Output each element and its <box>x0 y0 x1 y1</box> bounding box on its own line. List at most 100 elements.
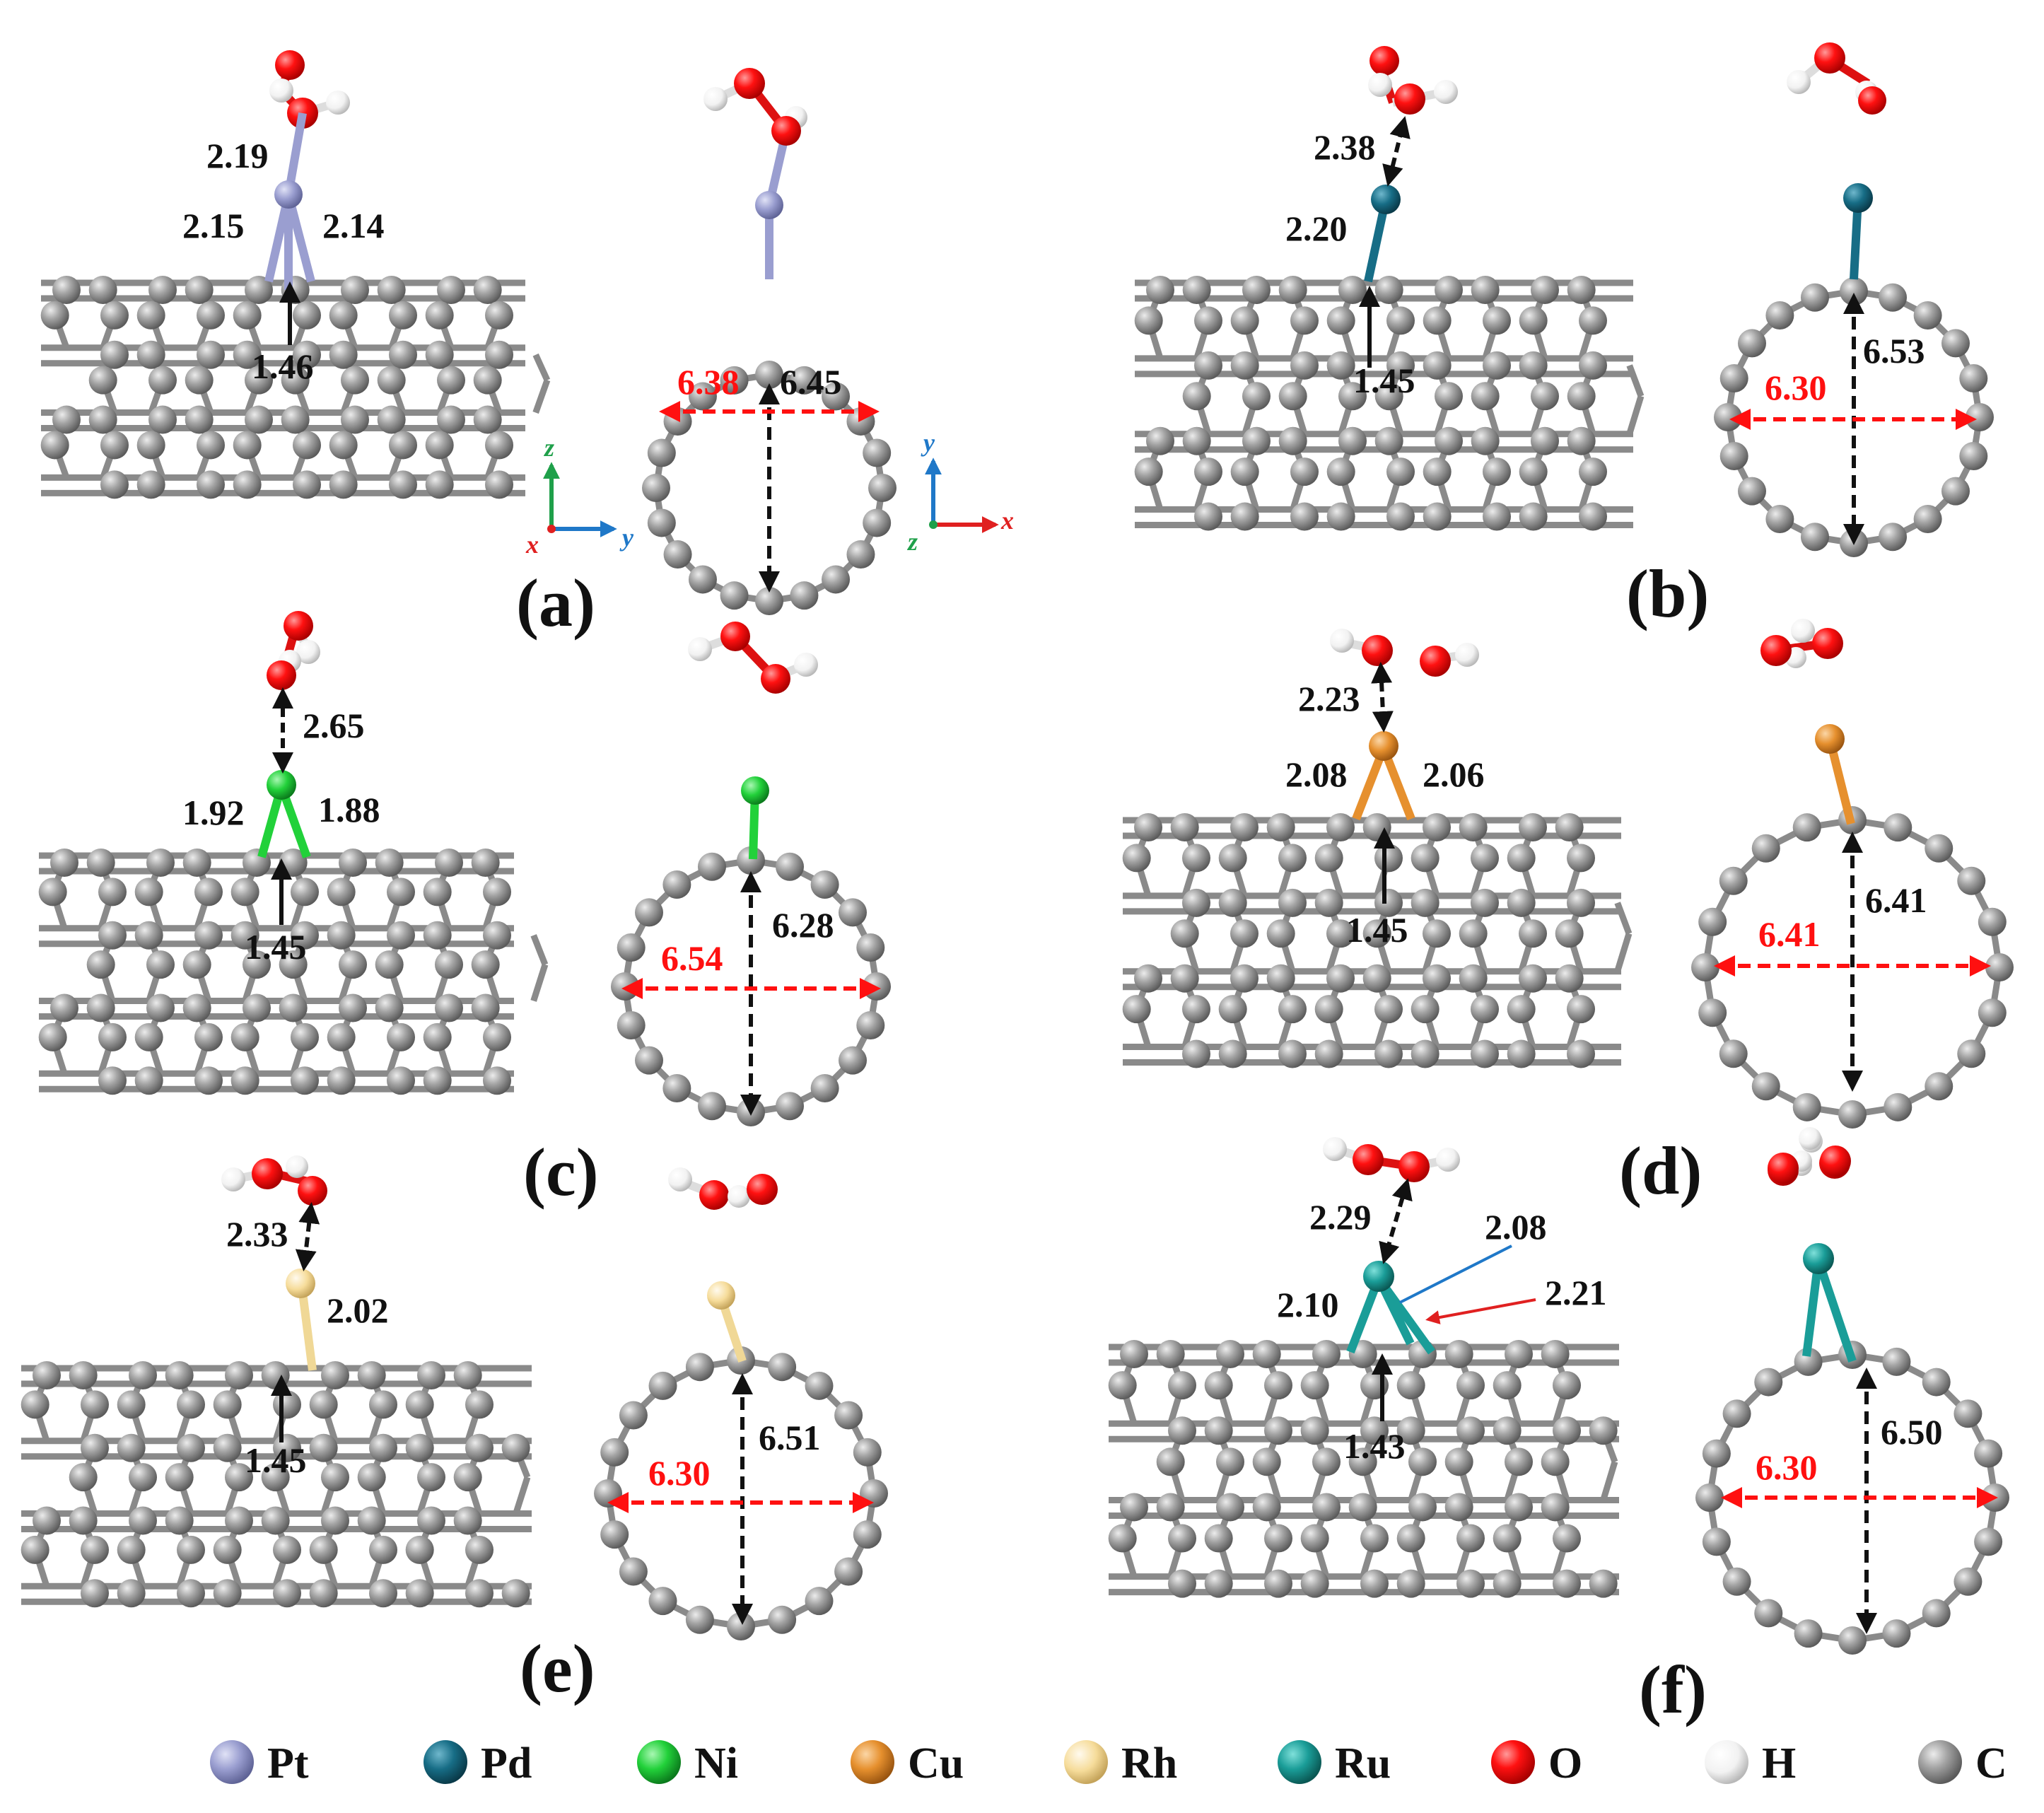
carbon-atom <box>437 276 465 304</box>
carbon-atom <box>1230 502 1259 531</box>
carbon-atom <box>619 1557 648 1586</box>
carbon-atom <box>1230 306 1259 335</box>
bond-o-metal-label: 2.23 <box>1298 679 1360 718</box>
panel-f: 2.29 2.10 2.08 2.21 1.43 6.30 6.50 (f) <box>1108 1127 2009 1727</box>
carbon-atom <box>435 950 463 979</box>
carbon-atom <box>1326 306 1355 335</box>
carbon-atom <box>1242 382 1271 411</box>
carbon-atom <box>1374 382 1403 411</box>
carbon-atom <box>1204 1416 1233 1445</box>
hydrogen-atom <box>668 1167 692 1191</box>
carbon-atom <box>425 470 454 499</box>
horizontal-diameter-label: 6.30 <box>1756 1447 1818 1487</box>
carbon-atom <box>1423 306 1452 335</box>
carbon-atom <box>1194 306 1222 335</box>
bond-m-c-left-label: 2.15 <box>182 206 245 245</box>
carbon-atom <box>327 1022 356 1051</box>
carbon-atom <box>1252 1493 1281 1522</box>
carbon-atom <box>1957 1039 1986 1068</box>
carbon-atom <box>233 431 262 460</box>
carbon-atom <box>1541 1340 1570 1368</box>
legend-label: Rh <box>1121 1739 1177 1788</box>
bond-c-c-label: 1.45 <box>1353 361 1415 400</box>
carbon-atom <box>1435 426 1463 455</box>
horizontal-diameter-label: 6.30 <box>648 1453 711 1493</box>
panel-b: 2.38 2.20 1.45 6.30 6.53 (b) <box>1134 42 1994 631</box>
carbon-atom <box>233 470 262 499</box>
hydrogen-atom <box>221 1167 245 1191</box>
carbon-atom <box>755 361 783 389</box>
pd-atom <box>1371 185 1401 214</box>
vertical-diameter-label: 6.41 <box>1865 880 1927 920</box>
top-adsorbate <box>703 68 807 279</box>
carbon-atom <box>1541 1447 1570 1476</box>
carbon-atom <box>50 993 78 1022</box>
carbon-atom <box>1553 1524 1581 1553</box>
oxygen-atom <box>1370 46 1399 76</box>
carbon-atom <box>1925 1072 1954 1101</box>
carbon-atom <box>1264 1416 1292 1445</box>
rh-atom <box>707 1281 735 1310</box>
carbon-atom <box>339 950 367 979</box>
panel-label-b: (b) <box>1626 556 1709 631</box>
hydrogen-atom <box>703 87 728 111</box>
axis-triad-top: y x z <box>906 429 1014 556</box>
carbon-atom <box>1312 1447 1341 1476</box>
carbon-atom <box>1374 995 1403 1024</box>
carbon-atom <box>1954 1567 1982 1596</box>
carbon-atom <box>1505 1447 1533 1476</box>
carbon-atom <box>1216 1447 1244 1476</box>
carbon-atom <box>1519 457 1548 486</box>
legend-item-o: O <box>1491 1739 1582 1788</box>
top-view-nanotube <box>1691 806 2014 1129</box>
carbon-atom <box>375 993 404 1022</box>
carbon-atom <box>1493 1524 1522 1553</box>
carbon-atom <box>281 366 310 395</box>
carbon-atom <box>52 405 81 434</box>
carbon-atom <box>1507 1039 1536 1068</box>
carbon-atom <box>1978 907 2007 936</box>
carbon-atom <box>1567 382 1596 411</box>
carbon-atom <box>213 1390 242 1419</box>
carbon-atom <box>1567 888 1595 917</box>
carbon-atom <box>1751 1072 1780 1101</box>
carbon-atom <box>473 366 502 395</box>
top-adsorbate <box>668 1167 778 1363</box>
carbon-atom <box>1567 844 1595 873</box>
hydrogen-atom <box>1330 629 1354 653</box>
carbon-atom <box>1471 382 1500 411</box>
ru-atom <box>1363 1261 1394 1292</box>
carbon-atom <box>471 993 500 1022</box>
carbon-atom <box>1493 1416 1522 1445</box>
carbon-atom <box>40 431 69 460</box>
oxygen-atom <box>761 664 790 694</box>
side-adsorbate <box>221 1155 327 1371</box>
carbon-atom <box>21 1535 49 1564</box>
carbon-atom <box>1765 301 1794 330</box>
carbon-atom <box>417 1463 445 1492</box>
side-adsorbate <box>1330 629 1479 821</box>
carbon-atom <box>1567 276 1596 304</box>
hydrogen-atom <box>286 1155 308 1178</box>
carbon-atom <box>1765 505 1794 534</box>
carbon-atom <box>389 301 417 330</box>
carbon-atom <box>1505 1493 1533 1522</box>
carbon-atom <box>485 340 513 369</box>
panel-label-e: (e) <box>520 1631 595 1706</box>
carbon-atom <box>357 1361 386 1389</box>
panel-d: 2.23 2.08 2.06 1.45 6.41 6.41 (d) <box>1122 619 2014 1208</box>
carbon-atom <box>647 508 676 537</box>
axis-label-z: z <box>543 433 554 462</box>
carbon-atom <box>1300 1569 1329 1598</box>
carbon-atom <box>1754 1368 1783 1397</box>
carbon-atom <box>1312 1340 1341 1368</box>
carbon-atom <box>648 1587 677 1616</box>
carbon-atom <box>1579 306 1607 335</box>
carbon-atom <box>1408 1447 1437 1476</box>
carbon-atom <box>1519 964 1547 993</box>
carbon-atom <box>790 366 819 395</box>
carbon-atom <box>697 852 726 881</box>
vertical-diameter-label: 6.51 <box>759 1418 821 1457</box>
carbon-atom <box>341 366 369 395</box>
